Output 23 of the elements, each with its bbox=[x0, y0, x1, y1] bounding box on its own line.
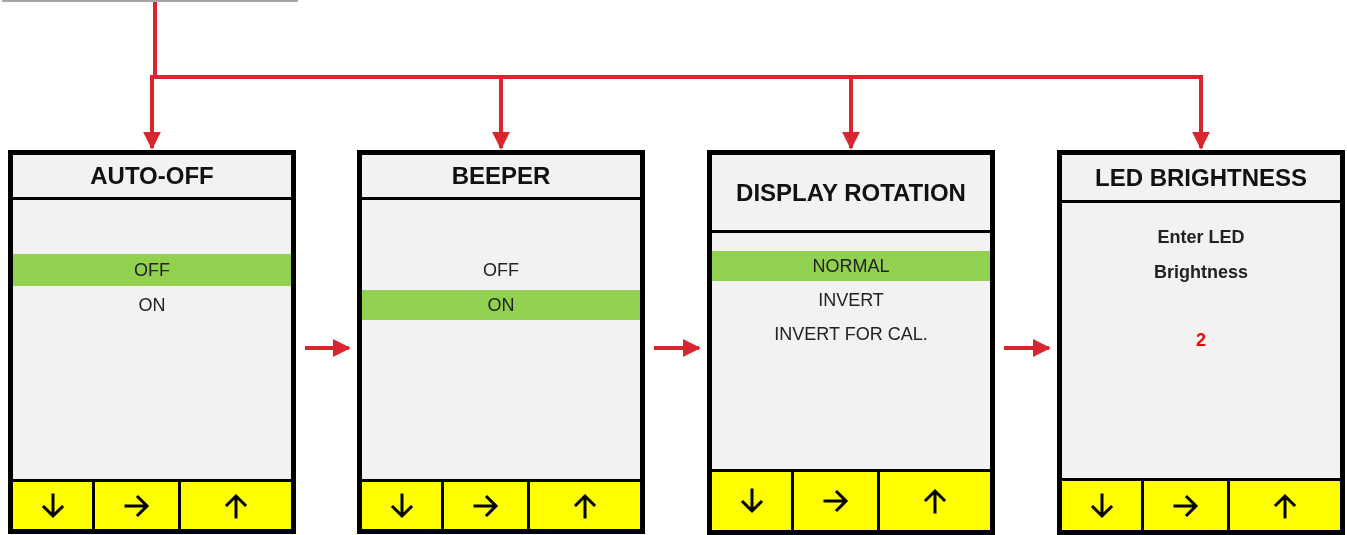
menu-screen bbox=[357, 150, 645, 534]
screen-title: DISPLAY ROTATION bbox=[736, 177, 966, 208]
selected-option-bar bbox=[13, 254, 291, 286]
value-text: 2 bbox=[1196, 329, 1206, 351]
menu-screen bbox=[1057, 150, 1345, 535]
option-text: ON bbox=[487, 294, 515, 316]
option-text: INVERT FOR CAL. bbox=[774, 323, 928, 345]
option-text: OFF bbox=[483, 259, 519, 281]
screen-title: LED BRIGHTNESS bbox=[1095, 162, 1307, 193]
arrow bbox=[654, 339, 701, 357]
selected-option-bar bbox=[712, 251, 990, 281]
option-text: NORMAL bbox=[812, 255, 890, 277]
arrow bbox=[305, 339, 351, 357]
prompt-text: Enter LED Brightness bbox=[1153, 226, 1249, 284]
arrow bbox=[1004, 339, 1051, 357]
screen-title: BEEPER bbox=[451, 161, 551, 191]
screen-title: AUTO-OFF bbox=[90, 161, 214, 191]
option-text: ON bbox=[138, 294, 166, 316]
option-text: OFF bbox=[134, 259, 170, 281]
selected-option-bar bbox=[362, 290, 640, 320]
option-text: INVERT bbox=[818, 289, 884, 311]
menu-screen bbox=[707, 150, 995, 535]
menu-screen bbox=[8, 150, 296, 534]
